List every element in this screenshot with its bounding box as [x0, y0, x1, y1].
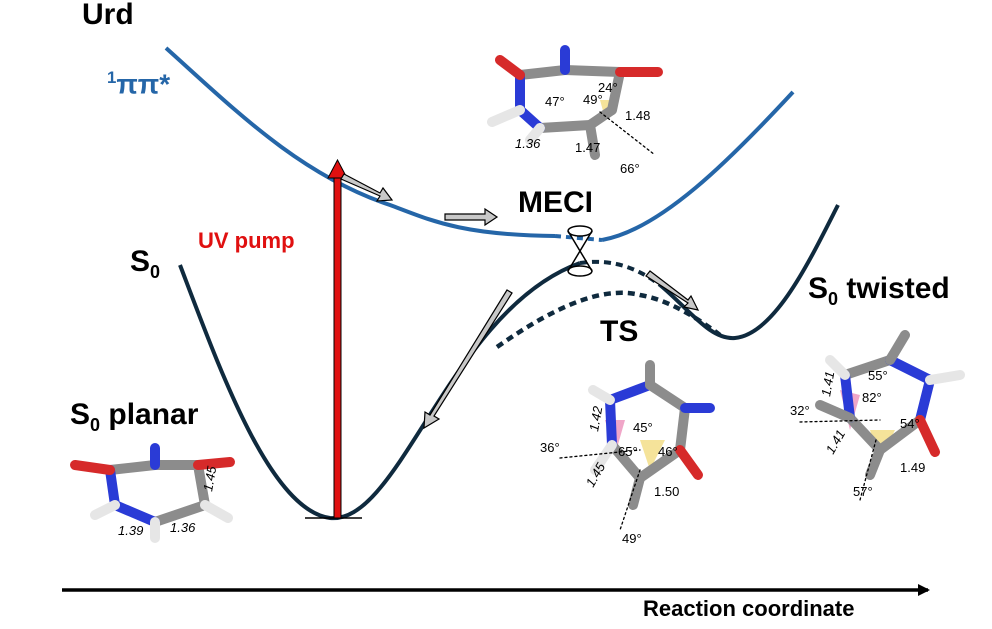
excited-state-curve-dashed: [554, 234, 603, 242]
twisted-angle-5: 57°: [853, 484, 873, 499]
arrow-to-meci: [444, 207, 499, 227]
twisted-bond-1: 1.41: [818, 370, 837, 398]
planar-bond-1: 1.45: [200, 464, 219, 492]
molecule-twisted: 1.41 55° 32° 82° 54° 1.41 1.49 57°: [790, 330, 965, 501]
meci-angle-2: 47°: [545, 94, 565, 109]
excited-state-curve: [164, 46, 556, 238]
label-urd: Urd: [82, 0, 134, 31]
meci-bond-3: 1.47: [575, 140, 600, 155]
twisted-angle-2: 32°: [790, 403, 810, 418]
ts-bond-1: 1.42: [586, 404, 605, 432]
arrow-to-planar: [423, 289, 513, 430]
meci-angle-3: 49°: [583, 92, 603, 107]
ts-bond-3: 1.50: [654, 484, 679, 499]
molecule-ts: 1.42 45° 36° 65° 46° 1.45 1.50 49°: [540, 360, 715, 546]
meci-bond-1: 1.48: [625, 108, 650, 123]
ts-angle-4: 46°: [658, 444, 678, 459]
meci-cone: [567, 225, 593, 277]
ts-angle-2: 36°: [540, 440, 560, 455]
excited-state-curve-right: [601, 90, 795, 242]
meci-angle-1: 24°: [598, 80, 618, 95]
meci-bond-2: 1.36: [515, 136, 541, 151]
planar-bond-2: 1.39: [118, 523, 143, 538]
uv-pump-arrowhead: [327, 158, 348, 179]
ts-dashed-path: [495, 290, 722, 349]
twisted-angle-4: 54°: [900, 416, 920, 431]
ts-angle-3: 65°: [618, 444, 638, 459]
twisted-angle-3: 82°: [862, 390, 882, 405]
meci-angle-4: 66°: [620, 161, 640, 176]
twisted-angle-1: 55°: [868, 368, 888, 383]
label-s0-twisted: S0 twisted: [808, 272, 950, 309]
molecule-meci: 24° 47° 49° 1.48 1.36 1.47 66°: [487, 45, 663, 176]
twisted-bond-2: 1.41: [823, 427, 849, 456]
ts-angle-1: 45°: [633, 420, 653, 435]
ts-angle-5: 49°: [622, 531, 642, 546]
planar-bond-3: 1.36: [170, 520, 196, 535]
label-uv-pump: UV pump: [198, 228, 295, 253]
arrow-to-twisted: [645, 270, 700, 311]
axis-label: Reaction coordinate: [643, 596, 855, 621]
twisted-bond-3: 1.49: [900, 460, 925, 475]
ground-state-curve: [178, 261, 581, 521]
label-pipi: 1ππ*: [107, 68, 171, 100]
label-meci: MECI: [518, 186, 593, 219]
molecule-planar: 1.45 1.39 1.36: [70, 443, 235, 543]
arrow-down-fc: [340, 173, 394, 202]
uv-pump-arrow: [333, 174, 342, 519]
label-s0: S0: [130, 245, 161, 282]
label-ts: TS: [600, 315, 639, 348]
path-arrows: [340, 173, 700, 430]
label-s0-planar: S0 planar: [70, 398, 199, 435]
